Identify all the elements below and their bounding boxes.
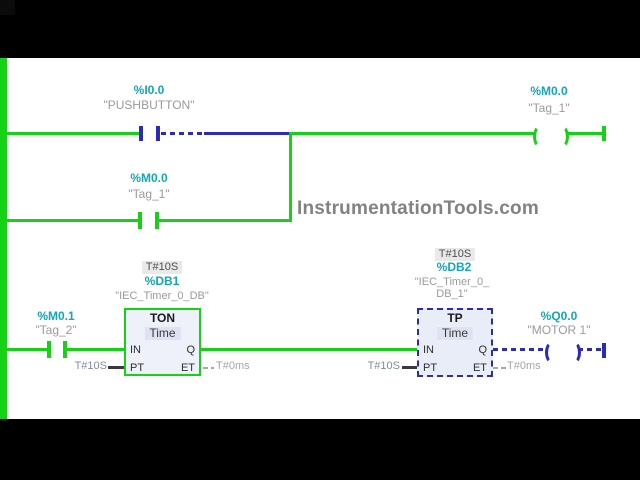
wire-tp-to-coil-dashed [493, 348, 545, 351]
tp-timer-block[interactable]: TP Time IN Q PT ET [417, 308, 493, 377]
wire-branch-left [7, 219, 138, 222]
letterbox-top [0, 0, 640, 58]
contact-symbol-pushbutton[interactable] [156, 126, 160, 141]
wire-rung1-end [566, 132, 603, 135]
ton-type-dropdown[interactable]: Time [143, 326, 182, 341]
tp-db-name-line2[interactable]: DB_1" [436, 288, 468, 300]
tp-preset-badge[interactable]: T#10S [435, 248, 475, 261]
ton-pt-wire [108, 366, 124, 369]
coil-symbol-tag1[interactable] [554, 125, 569, 148]
operand-name-motor[interactable]: "MOTOR 1" [527, 323, 591, 337]
operand-address-coil-tag1[interactable]: %M0.0 [530, 84, 568, 98]
ton-pin-pt[interactable]: PT [130, 362, 145, 374]
wire-rung1-unpowered-dashed [161, 132, 205, 135]
contact-symbol-pushbutton[interactable] [139, 126, 143, 141]
tp-pin-pt[interactable]: PT [423, 362, 438, 374]
tp-db-name-line1[interactable]: "IEC_Timer_0_ [414, 276, 490, 288]
ton-db-address[interactable]: %DB1 [144, 274, 180, 288]
wire-rung2-left [7, 348, 48, 351]
wire-rung1-left [7, 132, 139, 135]
tp-pin-et[interactable]: ET [472, 362, 487, 374]
tp-et-value: T#0ms [507, 360, 541, 372]
operand-name-coil-tag1[interactable]: "Tag_1" [528, 101, 570, 115]
wire-coil-end-dashed [578, 348, 603, 351]
operand-address-pushbutton[interactable]: %I0.0 [133, 83, 165, 97]
operand-address-tag1-contact[interactable]: %M0.0 [130, 171, 168, 185]
ton-et-wire [203, 367, 214, 369]
tp-type-dropdown[interactable]: Time [435, 326, 475, 341]
contact-symbol-tag2[interactable] [63, 341, 67, 358]
ton-title: TON [149, 311, 176, 325]
tp-pin-q[interactable]: Q [478, 344, 487, 356]
operand-address-motor[interactable]: %Q0.0 [540, 309, 578, 323]
wire-rung1-unpowered-solid [204, 132, 290, 135]
operand-name-pushbutton[interactable]: "PUSHBUTTON" [103, 98, 195, 112]
operand-name-tag2[interactable]: "Tag_2" [35, 323, 77, 337]
wire-rung1-right [290, 132, 535, 135]
ton-preset-badge[interactable]: T#10S [142, 261, 182, 274]
tp-title: TP [447, 311, 463, 325]
power-rail-left [0, 58, 7, 419]
ton-pin-in[interactable]: IN [130, 344, 141, 356]
contact-symbol-tag2[interactable] [47, 341, 51, 358]
contact-symbol-tag1[interactable] [138, 212, 142, 229]
operand-name-tag1-contact[interactable]: "Tag_1" [128, 187, 170, 201]
ton-timer-block[interactable]: TON Time IN Q PT ET [124, 308, 201, 376]
letterbox-bottom [0, 419, 640, 480]
wire-branch-vertical [289, 132, 292, 222]
rung2-end-terminal [602, 343, 606, 358]
tp-pt-value[interactable]: T#10S [367, 360, 400, 372]
ton-pt-value[interactable]: T#10S [74, 360, 107, 372]
ton-pin-q[interactable]: Q [186, 344, 195, 356]
ton-pin-et[interactable]: ET [180, 362, 195, 374]
wire-branch-right [159, 219, 291, 222]
wire-contact-to-ton [67, 348, 124, 351]
rung1-end-terminal [602, 126, 606, 141]
letterbox-corner-shade [0, 0, 15, 15]
tp-pin-in[interactable]: IN [423, 344, 434, 356]
contact-symbol-tag1[interactable] [155, 212, 159, 229]
ton-et-value: T#0ms [216, 360, 250, 372]
coil-symbol-motor[interactable] [545, 341, 560, 364]
coil-symbol-motor[interactable] [566, 341, 581, 364]
watermark-text: InstrumentationTools.com [297, 198, 539, 219]
operand-address-tag2[interactable]: %M0.1 [37, 309, 75, 323]
tp-pt-wire [402, 366, 417, 369]
tp-et-wire [493, 367, 506, 369]
ton-db-name[interactable]: "IEC_Timer_0_DB" [115, 290, 209, 302]
tp-db-address[interactable]: %DB2 [436, 260, 472, 274]
coil-symbol-tag1[interactable] [533, 125, 548, 148]
wire-ton-to-tp [201, 348, 417, 351]
